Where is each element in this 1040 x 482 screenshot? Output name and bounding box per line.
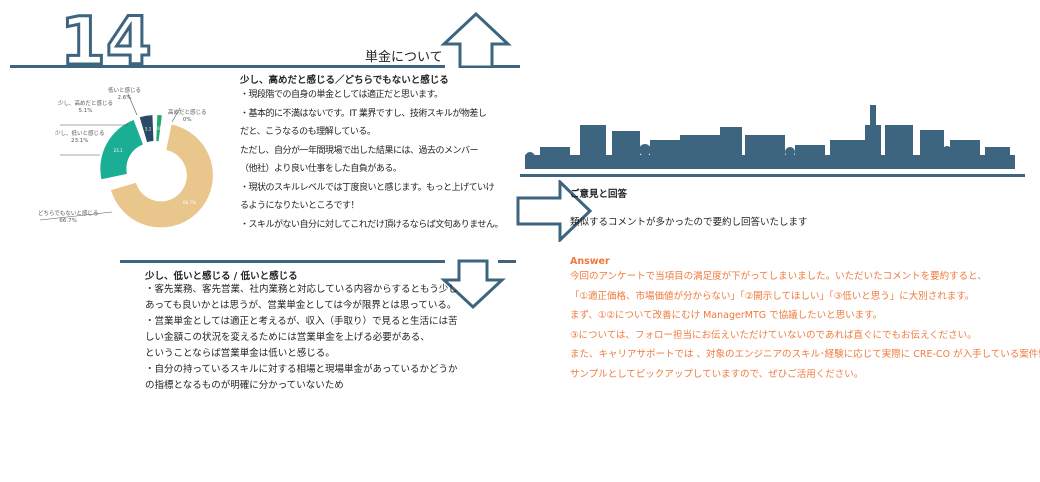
slice-value-label: 5.1 bbox=[145, 127, 152, 132]
comment-line: ③については、フォロー担当にお伝えいただけていないのであれば直ぐにでもお伝えくだ… bbox=[570, 329, 977, 341]
comment-line: サンプルとしてピックアップしていますので、ぜひご活用ください。 bbox=[570, 368, 864, 380]
comment-heading: 少し、高めだと感じる／どちらでもないと感じる bbox=[240, 75, 449, 86]
comment-line: ・現段階での自身の単金としては適正だと思います。 bbox=[240, 90, 443, 100]
feedback-subheading: 類似するコメントが多かったので要約し回答いたします bbox=[570, 217, 808, 228]
comment-line: ・自分の持っているスキルに対する相場と現場単金があっているかどうか bbox=[145, 364, 458, 375]
section-number-logo: 14 bbox=[59, 10, 154, 68]
slice-low bbox=[156, 115, 162, 142]
comment-line: ただし、自分が一年間現場で出した結果には、過去のメンバー bbox=[240, 145, 479, 156]
svg-text:14: 14 bbox=[60, 10, 152, 68]
header-divider-right bbox=[488, 65, 520, 68]
comment-line: ・客先業務、客先営業、社内業務と対応している内容からするともう少し bbox=[145, 284, 458, 295]
comment-heading: 少し、低いと感じる / 低いと感じる bbox=[145, 271, 298, 282]
comment-line: るようになりたいところです！ bbox=[240, 201, 360, 211]
comment-line: だと、こうなるのも理解している。 bbox=[240, 127, 376, 137]
comment-line: ・スキルがない自分に対してこれだけ頂けるならば文句ありません。 bbox=[240, 219, 503, 230]
leader-line bbox=[127, 93, 138, 116]
city-skyline-illustration bbox=[520, 105, 1025, 177]
leader-line bbox=[39, 211, 113, 221]
leader-line bbox=[171, 107, 181, 123]
lower-divider bbox=[120, 260, 445, 263]
comment-line: 「①適正価格、市場価値が分からない」「②開示してほしい」「③低いと思う」に大別さ… bbox=[570, 290, 975, 302]
comment-line: の指標となるものが明確に分かっていないため bbox=[145, 380, 344, 391]
comment-line: しい金額この状況を変えるためには営業単金を上げる必要がある、 bbox=[145, 332, 430, 343]
comment-block-high: 少し、高めだと感じる／どちらでもないと感じる ・現段階での自身の単金としては適正… bbox=[240, 72, 503, 234]
comment-line: ・現状のスキルレベルでは丁度良いと感じます。もっと上げていけ bbox=[240, 182, 495, 193]
answer-block: Answer 今回のアンケートで当項目の満足度が下がってしまいました。いただいた… bbox=[570, 256, 1040, 384]
slice-value-label: 66.7% bbox=[183, 200, 196, 205]
page-title: 単金について bbox=[365, 50, 443, 65]
slice-value-label: 2.6% bbox=[153, 126, 163, 131]
header-divider bbox=[10, 65, 445, 68]
lower-divider-right bbox=[498, 260, 516, 263]
comment-line: まず、①②について改善にむけ ManagerMTG で協議したいと思います。 bbox=[570, 310, 883, 321]
slice-slightly-low bbox=[100, 120, 143, 180]
comment-block-low: 少し、低いと感じる / 低いと感じる ・客先業務、客先営業、社内業務と対応してい… bbox=[145, 268, 458, 394]
comment-line: また、キャリアサポートでは 、対象のエンジニアのスキル･経験に応じて実際に CR… bbox=[570, 349, 1040, 360]
arrow-right-icon bbox=[516, 180, 593, 242]
feedback-heading: ご意見と回答 bbox=[570, 189, 628, 200]
comment-line: ・営業単金としては適正と考えるが、収入（手取り）で見ると生活には苦 bbox=[145, 316, 458, 327]
comment-line: 今回のアンケートで当項目の満足度が下がってしまいました。いただいたコメントを要約… bbox=[570, 271, 987, 282]
donut-chart: 2.6% 66.7% 23.1 5.1 bbox=[39, 93, 213, 228]
comment-line: あっても良いかとは思うが、営業単金としては今が限界とは思っている。 bbox=[145, 300, 457, 311]
answer-label: Answer bbox=[570, 256, 610, 267]
arrow-up-icon bbox=[440, 12, 512, 68]
slice-value-label: 23.1 bbox=[114, 148, 123, 153]
comment-line: ということならば営業単金は低いと感じる。 bbox=[145, 348, 335, 359]
arrow-down-icon bbox=[440, 259, 506, 310]
comment-line: ・基本的に不満はないです。IT 業界ですし、技術スキルが物差し bbox=[240, 108, 487, 119]
slice-slightly-high bbox=[139, 115, 154, 143]
comment-line: （他社）より良い仕事をした自負がある。 bbox=[240, 164, 402, 174]
slice-neutral bbox=[110, 124, 213, 228]
